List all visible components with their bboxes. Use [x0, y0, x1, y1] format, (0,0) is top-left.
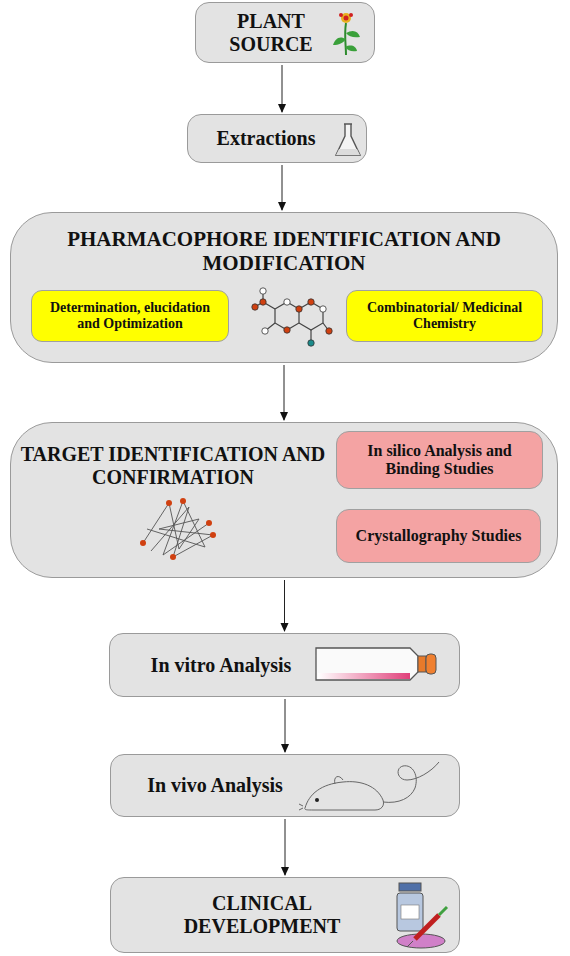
box-label: Extractions [196, 127, 336, 150]
molecule-icon-part [326, 328, 332, 334]
method-box: Crystallography Studies [336, 509, 541, 563]
culture-flask-icon-part [318, 673, 410, 679]
culture-flask-icon-part [316, 648, 418, 680]
flask-icon-part [336, 149, 360, 155]
method-box: Combinatorial/ Medicinal Chemistry [346, 290, 543, 342]
drug-vial-icon-part [439, 907, 447, 915]
plant-icon-part [333, 37, 346, 45]
box-label: Crystallography Studies [343, 527, 534, 545]
culture-flask-icon-part [418, 656, 426, 672]
molecule-icon-part [260, 288, 266, 294]
culture-flask-icon-part [426, 654, 436, 674]
box-label: PLANT SOURCE [210, 10, 332, 56]
protein-icon-part [166, 500, 172, 506]
box-label: In vitro Analysis [126, 654, 316, 677]
molecule-icon-part [252, 288, 332, 346]
flow-arrow [285, 819, 286, 875]
process-box: In vivo Analysis [110, 754, 460, 817]
stage-panel: TARGET IDENTIFICATION AND CONFIRMATION In… [10, 422, 558, 578]
protein-icon-part [143, 501, 213, 557]
mouse-icon-part [335, 777, 343, 784]
protein-icon-part [180, 498, 186, 504]
plant-icon-part [349, 13, 353, 17]
molecule-icon-part [262, 328, 268, 334]
molecule-icon-part [255, 291, 329, 343]
drug-vial-icon [377, 881, 453, 951]
molecule-icon-part [275, 302, 299, 330]
mouse-icon-part [299, 762, 439, 810]
drug-vial-icon-part [397, 893, 423, 931]
protein-icon-part [210, 532, 216, 538]
process-box: Extractions [187, 114, 367, 163]
mouse-icon-part [315, 798, 319, 802]
source-box: PLANT SOURCE [195, 2, 375, 63]
mouse-icon-part [383, 762, 439, 802]
box-label: In vivo Analysis [127, 774, 303, 797]
stage-heading: TARGET IDENTIFICATION AND CONFIRMATION [17, 443, 329, 489]
protein-icon-part [140, 540, 146, 546]
protein-icon-part [140, 498, 216, 560]
molecule-icon-part [299, 302, 323, 330]
molecule-icon [249, 287, 333, 351]
culture-flask-icon [314, 644, 438, 686]
molecule-icon-part [296, 306, 302, 312]
molecule-icon-part [252, 304, 258, 310]
flask-icon-part [336, 124, 360, 155]
protein-icon-part [147, 501, 209, 555]
mouse-icon-part [305, 782, 384, 810]
plant-icon-part [339, 13, 343, 17]
flask-icon [334, 122, 362, 158]
mouse-icon [299, 758, 445, 816]
flow-arrow [282, 65, 283, 112]
flow-arrow [284, 365, 285, 420]
method-box: In silico Analysis and Binding Studies [336, 431, 543, 489]
box-label: CLINICAL DEVELOPMENT [151, 892, 373, 938]
method-box: Determination, elucidation and Optimizat… [31, 290, 229, 342]
process-box: In vitro Analysis [109, 633, 460, 697]
flow-arrow [284, 580, 285, 631]
molecule-icon-part [284, 299, 290, 305]
plant-icon [329, 9, 363, 57]
molecule-icon-part [308, 299, 314, 305]
protein-icon-part [170, 554, 176, 560]
drug-vial-icon-part [415, 915, 439, 939]
plant-icon-part [345, 46, 357, 52]
molecule-icon-part [308, 340, 314, 346]
mouse-icon-part [299, 804, 303, 810]
molecule-icon-part [284, 327, 290, 333]
drug-vial-icon-part [401, 905, 419, 919]
protein-icon-part [206, 520, 212, 526]
box-label: Combinatorial/ Medicinal Chemistry [353, 300, 536, 332]
molecule-icon-part [320, 306, 326, 312]
drug-vial-icon-part [399, 883, 421, 891]
flow-arrow [282, 165, 283, 210]
plant-icon-part [346, 31, 360, 37]
box-label: Determination, elucidation and Optimizat… [38, 300, 222, 332]
process-box: CLINICAL DEVELOPMENT [110, 877, 460, 953]
drug-vial-icon-part [407, 941, 413, 947]
stage-panel: PHARMACOPHORE IDENTIFICATION AND MODIFIC… [10, 212, 558, 363]
box-label: In silico Analysis and Binding Studies [343, 442, 536, 479]
stage-heading: PHARMACOPHORE IDENTIFICATION AND MODIFIC… [61, 227, 507, 275]
plant-icon-part [344, 16, 349, 21]
protein-icon-part [143, 503, 213, 557]
molecule-icon-part [260, 299, 266, 305]
flow-arrow [285, 699, 286, 752]
protein-icon [139, 499, 219, 563]
molecule-icon-part [255, 291, 329, 343]
